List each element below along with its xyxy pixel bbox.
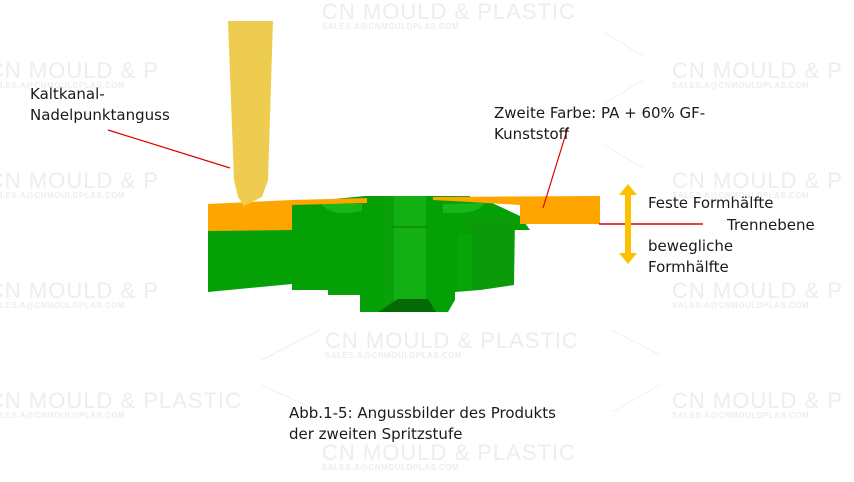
fixed-half-label: Feste Formhälfte [648,194,774,212]
second-color-label-line: Zweite Farbe: PA + 60% GF- [494,104,706,122]
gate-label-line: Kaltkanal- [30,85,105,103]
second-shot-part [208,196,600,231]
second-color-leader-line [542,126,569,209]
parting-line-label: Trennebene [727,216,815,234]
moving-half-label-line: bewegliche [648,237,734,255]
moving-half-label-line: Formhälfte [648,258,729,276]
gate-label: Kaltkanal- Nadelpunktanguss [30,84,170,126]
double-arrow-icon [619,184,637,264]
figure-caption: Abb.1-5: Angussbilder des Produkts der z… [289,403,556,445]
watermark-lines [261,31,661,413]
caption-line: der zweiten Spritzstufe [289,425,463,443]
gate-label-line: Nadelpunktanguss [30,106,170,124]
cold-runner-nozzle [228,21,273,206]
first-shot-part [208,196,530,312]
gate-leader-line [107,129,231,169]
second-color-label-line: Kunststoff [494,125,570,143]
caption-line: Abb.1-5: Angussbilder des Produkts [289,404,556,422]
second-color-label: Zweite Farbe: PA + 60% GF- Kunststoff [494,103,705,145]
moving-half-label: bewegliche Formhälfte [648,236,733,278]
